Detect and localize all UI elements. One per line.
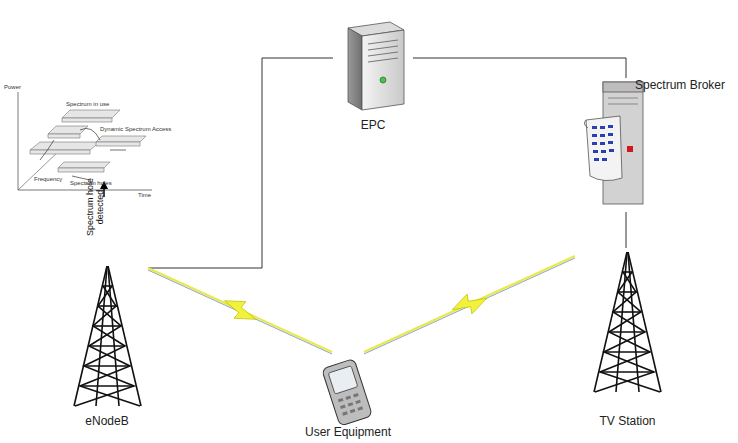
chart-label: Time: [138, 192, 151, 199]
wired-link: [148, 58, 333, 268]
detection-label: Spectrum hole detected: [85, 176, 105, 238]
wireless-link: [364, 256, 575, 354]
tower-node: eNodeB: [66, 262, 148, 428]
server-node: EPC: [333, 18, 413, 132]
spectrum-chart: [18, 92, 152, 190]
phone-icon: [322, 359, 373, 427]
node-label: EPC: [361, 118, 386, 132]
node-label: Spectrum Broker: [635, 78, 725, 92]
node-label: User Equipment: [305, 425, 391, 439]
wired-link: [413, 58, 626, 78]
device-node: User Equipment: [290, 352, 406, 439]
chart-label: Spectrum in use: [66, 101, 109, 108]
broker-device: [584, 82, 643, 204]
enodeb-tower: [74, 262, 141, 406]
chart-label: Frequency: [34, 176, 62, 183]
broker-node: Spectrum Broker: [575, 78, 725, 212]
wireless-link: [148, 268, 332, 354]
node-label: eNodeB: [85, 414, 128, 428]
tower-node: TV Station: [575, 248, 680, 428]
tv-tower: [594, 248, 661, 392]
node-label: TV Station: [599, 414, 655, 428]
chart-label: Dynamic Spectrum Access: [100, 126, 171, 133]
server-icon: [348, 22, 404, 110]
chart-label: Power: [4, 84, 21, 91]
wired-link: [626, 212, 627, 248]
